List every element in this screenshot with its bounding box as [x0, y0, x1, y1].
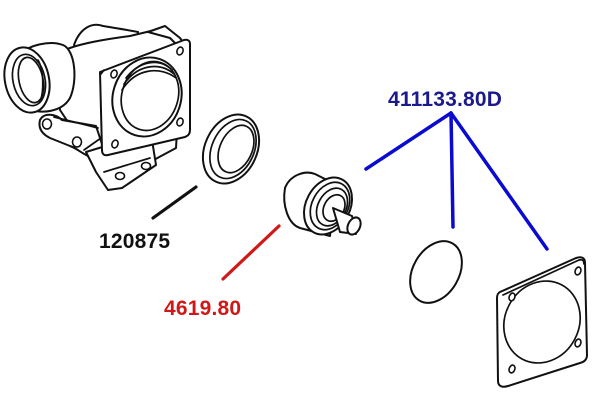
part-number-label-thermostat: 4619.80: [164, 297, 242, 320]
seal-ring: [201, 113, 261, 185]
leader-housing: [151, 185, 198, 220]
flange-gasket: [496, 256, 588, 388]
o-ring: [409, 240, 463, 304]
thermostat: [283, 171, 362, 237]
part-number-label-kit: 411133.80D: [388, 88, 503, 111]
leader-kit: [364, 111, 549, 251]
thermostat-housing: [3, 23, 191, 191]
part-number-label-housing: 120875: [99, 230, 171, 253]
leader-thermostat: [221, 224, 281, 281]
